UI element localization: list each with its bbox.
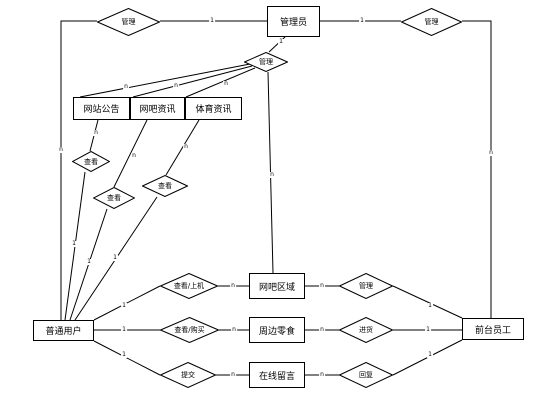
rel-view-cafe: 查看	[93, 187, 135, 209]
entity-user: 普通用户	[33, 320, 94, 341]
rel-view-notice: 查看	[72, 151, 110, 172]
card-admin-staff-admin: 1	[359, 17, 365, 24]
card-pub-sports: n	[223, 80, 229, 87]
rel-admin-publish: 管理	[244, 52, 288, 72]
entity-area: 网吧区域	[249, 273, 305, 299]
card-pub-cafe: n	[173, 82, 179, 89]
card-cafe-view: n	[131, 152, 137, 159]
rel-label: 管理	[259, 58, 273, 66]
rel-label: 查看	[107, 194, 121, 202]
rel-staff-manage: 管理	[339, 273, 393, 299]
rel-label: 回复	[359, 371, 373, 379]
line-sports-view	[165, 119, 200, 176]
card-messages-submit: n	[230, 371, 236, 378]
rel-label: 查看/上机	[173, 282, 205, 290]
card-admin-staff-staff: n	[488, 149, 494, 156]
card-area-manage: n	[319, 282, 325, 289]
card-snacks-stock: n	[319, 326, 325, 333]
card-pub-admin: 1	[278, 38, 284, 45]
card-user-view-notice: 1	[71, 240, 77, 247]
rel-label: 管理	[424, 18, 439, 26]
rel-staff-reply: 回复	[339, 362, 393, 388]
entity-messages: 在线留言	[249, 362, 305, 388]
rel-label: 查看	[158, 182, 172, 190]
line-manage-user-to-user	[60, 20, 97, 320]
line-publish-sports	[185, 67, 256, 98]
rel-label: 查看	[84, 157, 98, 166]
rel-admin-manage-staff: 管理	[401, 8, 462, 36]
line-user-submit	[93, 340, 161, 376]
line-manage-staff-to-staff	[462, 20, 492, 318]
card-pub-area: n	[269, 171, 275, 178]
card-admin-user-admin: 1	[209, 17, 215, 24]
card-messages-reply: n	[319, 371, 325, 378]
card-pub-notice: n	[123, 83, 129, 90]
card-snacks-buy: n	[231, 326, 237, 333]
card-user-buy: 1	[121, 326, 127, 333]
rel-staff-stock: 进货	[339, 317, 393, 343]
rel-submit: 提交	[160, 362, 216, 388]
line-user-online	[93, 285, 161, 321]
line-cafe-view	[113, 119, 148, 188]
card-area-online: n	[230, 282, 236, 289]
line-publish-cafe	[132, 65, 253, 98]
entity-admin: 管理员	[267, 6, 320, 37]
card-sports-view: n	[183, 143, 189, 150]
card-staff-reply: 1	[427, 351, 433, 358]
entity-notice: 网站公告	[73, 97, 130, 120]
entity-snacks: 周边零食	[249, 317, 305, 343]
rel-label: 管理	[121, 18, 136, 26]
card-staff-stock: 1	[425, 326, 431, 333]
rel-view-sports: 查看	[142, 175, 188, 197]
card-user-submit: 1	[121, 351, 127, 358]
card-staff-manage: 1	[427, 302, 433, 309]
entity-cafe-news: 网吧资讯	[130, 97, 185, 120]
rel-label: 进货	[359, 326, 373, 334]
card-user-view-sports: 1	[112, 254, 118, 261]
line-publish-notice	[79, 63, 251, 98]
card-notice-view: n	[93, 129, 99, 136]
rel-admin-manage-user: 管理	[97, 8, 160, 36]
line-manage-staff-area	[392, 285, 463, 319]
rel-label: 查看/购买	[174, 326, 205, 334]
card-user-online: 1	[121, 302, 127, 309]
rel-view-buy: 查看/购买	[160, 317, 219, 343]
rel-label: 提交	[181, 371, 195, 379]
card-admin-user-user: n	[58, 146, 64, 153]
entity-sports-news: 体育资讯	[185, 97, 242, 120]
entity-staff: 前台员工	[462, 318, 524, 340]
card-user-view-cafe: 1	[86, 258, 92, 265]
rel-label: 管理	[359, 282, 373, 290]
rel-view-online: 查看/上机	[160, 273, 218, 299]
